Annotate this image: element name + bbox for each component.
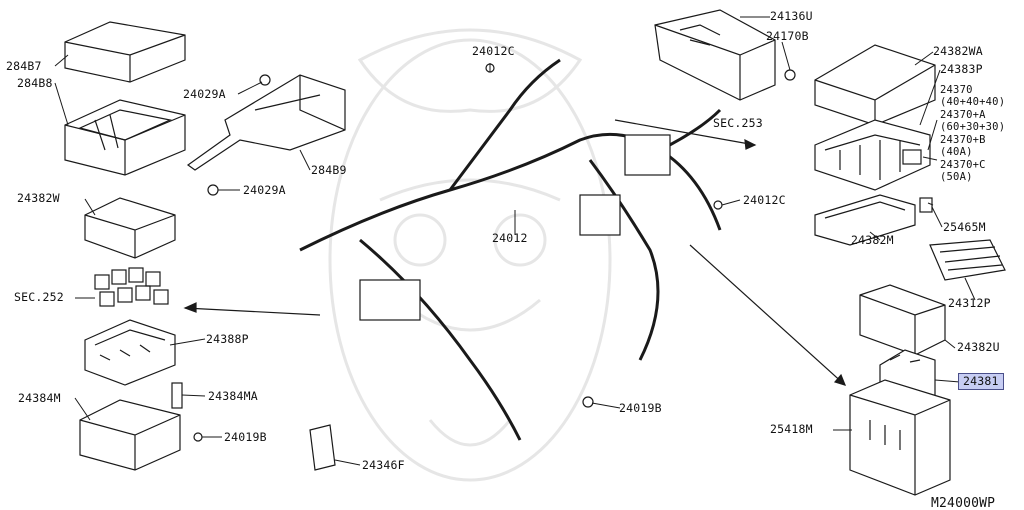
label-24384MA[interactable]: 24384MA [208, 389, 258, 403]
fuse-25465M[interactable] [919, 197, 933, 213]
fuse-box-lid-284B7[interactable] [64, 21, 186, 83]
fuse-box-tray-284B8[interactable] [64, 99, 186, 176]
label-24370B[interactable]: 24370+B [940, 134, 986, 146]
label-24370-amp: (40+40+40) [940, 96, 1006, 108]
cover-24312P[interactable] [929, 239, 1006, 281]
leader-lines [54, 16, 976, 466]
bracket-25418M[interactable] [849, 379, 951, 496]
label-24312P[interactable]: 24312P [948, 296, 991, 310]
relay-cluster[interactable] [94, 267, 169, 307]
label-24382W[interactable]: 24382W [17, 191, 60, 205]
label-25465M[interactable]: 25465M [943, 220, 986, 234]
bolt-24029A-upper[interactable] [259, 74, 271, 86]
label-24382M[interactable]: 24382M [851, 233, 894, 247]
arrow-sec253 [614, 119, 757, 150]
diagram-reference: M24000WP [931, 496, 996, 510]
housing-24384M[interactable] [79, 399, 181, 471]
nut-24170B[interactable] [784, 69, 796, 81]
label-24370A[interactable]: 24370+A [940, 109, 986, 121]
bracket-284B9[interactable] [186, 74, 346, 171]
label-24370C-amp: (50A) [940, 171, 973, 183]
arrow-sec252 [183, 302, 321, 316]
fusible-link-24383P[interactable] [814, 119, 931, 191]
label-284B7[interactable]: 284B7 [6, 59, 42, 73]
cover-24382WA[interactable] [814, 44, 936, 126]
label-24019B-mid[interactable]: 24019B [619, 401, 662, 415]
bracket-24384MA[interactable] [171, 382, 183, 409]
label-24170B[interactable]: 24170B [766, 29, 809, 43]
label-24346F[interactable]: 24346F [362, 458, 405, 472]
label-25418M[interactable]: 25418M [770, 422, 813, 436]
label-24388P[interactable]: 24388P [206, 332, 249, 346]
label-24382U[interactable]: 24382U [957, 340, 1000, 354]
nut-24019B-lower[interactable] [193, 432, 203, 442]
fuse-block-harness[interactable] [579, 194, 621, 236]
bolt-24029A-lower[interactable] [207, 184, 219, 196]
label-sec253[interactable]: SEC.253 [713, 116, 763, 130]
relay-block-harness[interactable] [624, 134, 671, 176]
label-24381-selected[interactable]: 24381 [958, 373, 1004, 390]
bolt-24012C-mid[interactable] [713, 200, 723, 210]
main-harness-24012[interactable] [299, 58, 722, 441]
fuse-24370B[interactable] [902, 149, 922, 165]
label-24012C-upper[interactable]: 24012C [472, 44, 515, 58]
arrow-24381 [689, 244, 847, 386]
clip-24346F[interactable] [309, 424, 336, 471]
label-24370B-amp: (40A) [940, 146, 973, 158]
label-24029A-lower[interactable]: 24029A [243, 183, 286, 197]
relay-box-24136U[interactable] [654, 9, 776, 101]
cover-24382U[interactable] [859, 284, 946, 356]
junction-block[interactable] [359, 279, 421, 321]
label-24370A-amp: (60+30+30) [940, 121, 1006, 133]
label-24012[interactable]: 24012 [492, 231, 528, 245]
tray-24382M[interactable] [814, 194, 916, 246]
label-24384M[interactable]: 24384M [18, 391, 61, 405]
label-24370[interactable]: 24370 [940, 84, 973, 96]
label-24136U[interactable]: 24136U [770, 9, 813, 23]
label-284B9[interactable]: 284B9 [311, 163, 347, 177]
cover-24382W[interactable] [84, 197, 176, 259]
label-284B8[interactable]: 284B8 [17, 76, 53, 90]
label-24012C-mid[interactable]: 24012C [743, 193, 786, 207]
nut-24019B-mid[interactable] [582, 396, 594, 408]
label-24029A-upper[interactable]: 24029A [183, 87, 226, 101]
label-24382WA[interactable]: 24382WA [933, 44, 983, 58]
label-sec252[interactable]: SEC.252 [14, 290, 64, 304]
relay-base-24388P[interactable] [84, 319, 176, 386]
watermark-emblem [328, 28, 612, 482]
label-24383P[interactable]: 24383P [940, 62, 983, 76]
label-24019B-lower[interactable]: 24019B [224, 430, 267, 444]
label-24370C[interactable]: 24370+C [940, 159, 986, 171]
